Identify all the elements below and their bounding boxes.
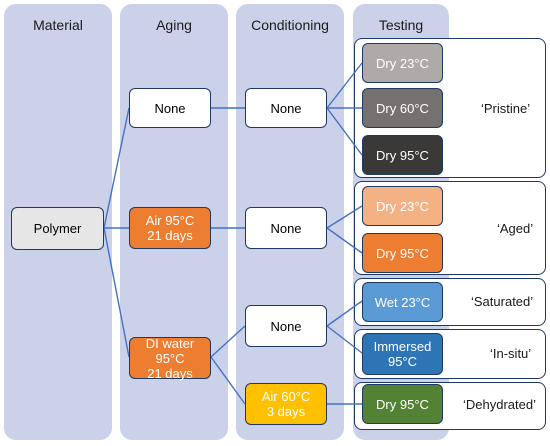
node-cond-none-3: None bbox=[245, 305, 327, 347]
node-aging-none-label: None bbox=[154, 100, 186, 116]
column-title-testing: Testing bbox=[378, 17, 424, 33]
node-cond-none-1-label: None bbox=[270, 100, 302, 116]
node-test-aged23: Dry 23°C bbox=[362, 186, 443, 226]
line-aging-water-cond-none bbox=[210, 325, 246, 358]
line-aging-water-cond-air bbox=[210, 356, 246, 405]
node-test-immersed-label: Immersed 95°C bbox=[373, 339, 432, 369]
column-title-material: Material bbox=[33, 17, 83, 33]
group-label-in-situ: ‘In-situ’ bbox=[490, 346, 532, 361]
node-test-aged23-label: Dry 23°C bbox=[376, 198, 429, 214]
node-test-dry95-label: Dry 95°C bbox=[376, 147, 429, 163]
node-aging-water: DI water 95°C 21 days bbox=[129, 335, 211, 381]
node-test-dry23-label: Dry 23°C bbox=[376, 55, 429, 71]
node-aging-water-label: DI water 95°C 21 days bbox=[145, 335, 195, 381]
line-cond2-test-aged95 bbox=[326, 227, 363, 254]
line-cond2-test-aged23 bbox=[326, 205, 363, 229]
node-test-wet-label: Wet 23°C bbox=[374, 294, 431, 310]
column-title-conditioning: Conditioning bbox=[251, 17, 329, 33]
node-polymer-label: Polymer bbox=[33, 221, 82, 236]
group-label-dehydrated: ‘Dehydrated’ bbox=[463, 397, 536, 412]
node-cond-none-2: None bbox=[245, 207, 327, 249]
node-test-dehydrated: Dry 95°C bbox=[362, 384, 443, 424]
line-polymer-aging-water bbox=[103, 227, 130, 358]
node-cond-none-3-label: None bbox=[270, 318, 302, 334]
node-aging-air-label: Air 95°C 21 days bbox=[145, 213, 195, 243]
node-test-dehydrated-label: Dry 95°C bbox=[376, 396, 429, 412]
line-cond1-test-dry23 bbox=[326, 62, 363, 109]
node-cond-none-1: None bbox=[245, 88, 327, 128]
group-label-aged: ‘Aged’ bbox=[497, 221, 534, 236]
node-aging-none: None bbox=[129, 88, 211, 128]
node-cond-air: Air 60°C 3 days bbox=[245, 383, 327, 425]
line-cond3-test-wet bbox=[326, 300, 363, 327]
line-cond1-test-dry95 bbox=[326, 107, 363, 156]
node-aging-air: Air 95°C 21 days bbox=[129, 207, 211, 249]
line-cond3-test-immersed bbox=[326, 325, 363, 354]
node-test-dry23: Dry 23°C bbox=[362, 43, 443, 83]
node-test-aged95: Dry 95°C bbox=[362, 233, 443, 273]
node-polymer: Polymer bbox=[11, 207, 104, 250]
group-label-saturated: ‘Saturated’ bbox=[471, 294, 534, 309]
node-test-dry60-label: Dry 60°C bbox=[376, 100, 429, 116]
node-test-dry60: Dry 60°C bbox=[362, 88, 443, 128]
node-cond-air-label: Air 60°C 3 days bbox=[261, 389, 311, 419]
node-test-immersed: Immersed 95°C bbox=[362, 333, 443, 375]
group-label-pristine: ‘Pristine’ bbox=[481, 101, 531, 116]
column-title-aging: Aging bbox=[156, 17, 192, 33]
node-test-dry95: Dry 95°C bbox=[362, 135, 443, 175]
line-polymer-aging-none bbox=[103, 107, 130, 229]
node-test-aged95-label: Dry 95°C bbox=[376, 245, 429, 261]
node-cond-none-2-label: None bbox=[270, 220, 302, 236]
node-test-wet: Wet 23°C bbox=[362, 282, 443, 322]
